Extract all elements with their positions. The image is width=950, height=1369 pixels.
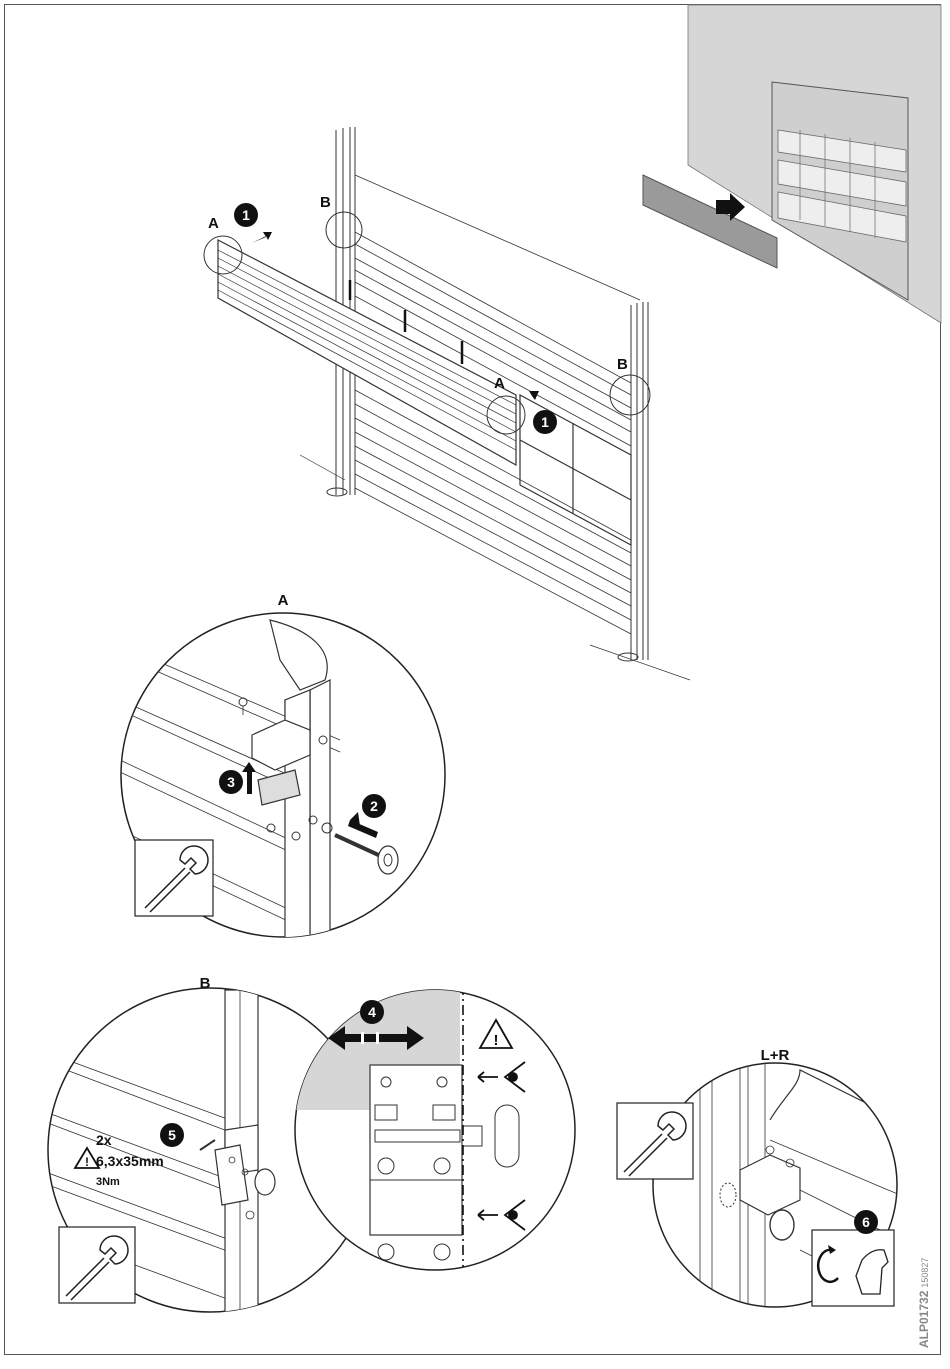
document-date: 150827 <box>920 1258 930 1288</box>
wrench-icon <box>59 1227 135 1303</box>
step-1-right: 1 <box>533 410 557 434</box>
screw-quantity: 2x <box>96 1132 112 1148</box>
step-5: 5 <box>160 1123 184 1147</box>
lift-arrow-icon <box>247 770 252 794</box>
hand-rotate-icon <box>812 1230 894 1306</box>
step-1-left: 1 <box>234 203 258 227</box>
svg-text:!: ! <box>494 1032 499 1049</box>
svg-text:5: 5 <box>168 1127 176 1143</box>
label-b-left: B <box>320 194 331 211</box>
screw-torque: 3Nm <box>96 1176 120 1188</box>
step-6: 6 <box>854 1210 878 1234</box>
document-number: ALP01732 <box>917 1291 931 1348</box>
svg-text:4: 4 <box>368 1004 376 1020</box>
svg-text:1: 1 <box>242 207 250 223</box>
wrench-icon <box>135 840 213 916</box>
step-4: 4 <box>360 1000 384 1024</box>
label-a-right: A <box>494 375 505 392</box>
detail-lr-title: L+R <box>761 1047 790 1064</box>
svg-text:2: 2 <box>370 798 378 814</box>
svg-text:6: 6 <box>862 1214 870 1230</box>
label-a-left: A <box>208 215 219 232</box>
detail-a-title: A <box>278 592 289 609</box>
svg-text:1: 1 <box>541 414 549 430</box>
step-3: 3 <box>219 770 243 794</box>
installed-door-view <box>643 5 941 323</box>
label-b-right: B <box>617 356 628 373</box>
screw-size: 6,3x35mm <box>96 1153 164 1169</box>
svg-text:3: 3 <box>227 774 235 790</box>
svg-text:!: ! <box>85 1155 89 1169</box>
document-code: ALP01732 150827 <box>915 1258 933 1348</box>
motion-arrow-icon <box>252 232 272 243</box>
panel-being-inserted <box>218 240 516 465</box>
step-2: 2 <box>362 794 386 818</box>
right-rail <box>631 302 648 660</box>
wrench-icon <box>617 1103 693 1179</box>
